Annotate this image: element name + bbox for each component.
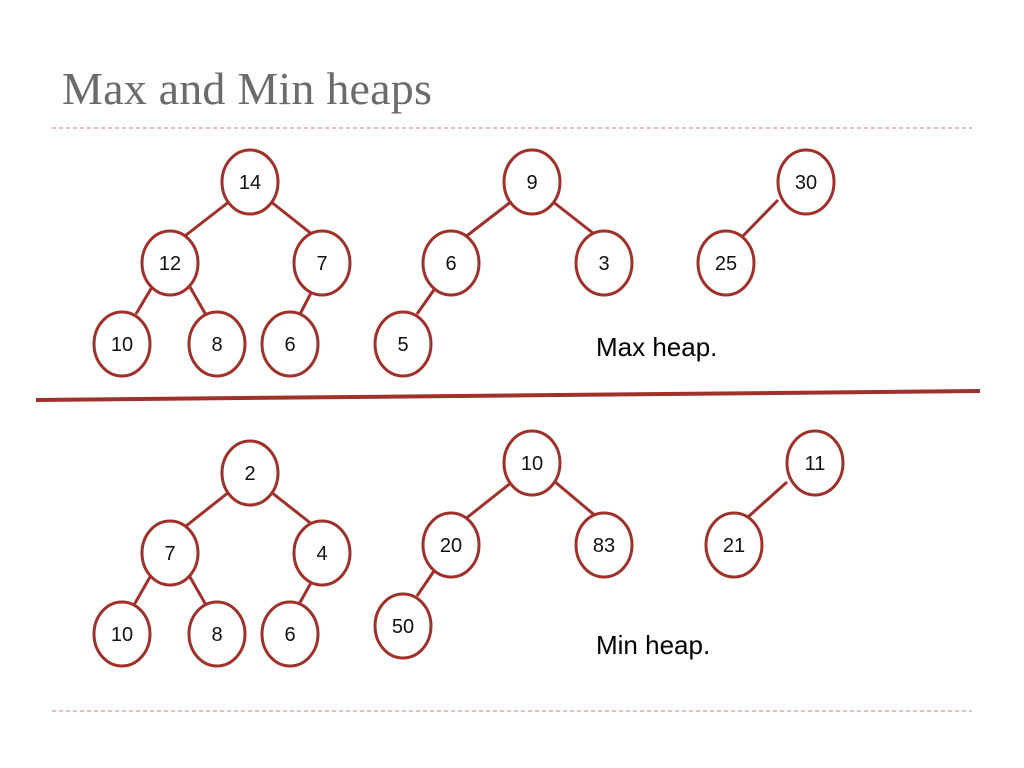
tree-node: 9: [502, 148, 562, 216]
edge: [463, 480, 513, 522]
edge: [132, 576, 152, 606]
min-heap-section: 2 7 4 10 8 6 10: [92, 429, 845, 668]
svg-text:11: 11: [805, 453, 826, 475]
svg-text:7: 7: [316, 253, 327, 275]
svg-text:5: 5: [397, 334, 408, 356]
edge: [188, 576, 208, 606]
svg-text:10: 10: [111, 624, 133, 646]
tree-node: 6: [260, 600, 320, 668]
svg-text:20: 20: [440, 535, 462, 557]
tree-node: 3: [574, 229, 634, 297]
tree-node: 12: [140, 229, 200, 297]
svg-text:9: 9: [526, 172, 537, 194]
edge: [188, 286, 208, 316]
tree-node: 8: [187, 600, 247, 668]
tree-node: 25: [696, 229, 756, 297]
min-heap-caption: Min heap.: [596, 630, 710, 660]
tree-node: 8: [187, 310, 247, 378]
edge: [746, 480, 789, 519]
svg-text:50: 50: [392, 616, 414, 638]
svg-text:2: 2: [244, 463, 255, 485]
svg-text:6: 6: [445, 253, 456, 275]
svg-text:3: 3: [598, 253, 609, 275]
svg-text:7: 7: [164, 543, 175, 565]
slide-title: Max and Min heaps: [62, 63, 433, 114]
edge: [415, 567, 438, 597]
svg-text:12: 12: [159, 253, 181, 275]
svg-text:8: 8: [211, 624, 222, 646]
tree-node: 14: [220, 148, 280, 216]
edge: [296, 580, 314, 607]
tree-node: 83: [574, 511, 634, 579]
tree-node: 10: [92, 310, 152, 378]
max-heap-section: 14 12 7 10 8 6 9: [92, 148, 836, 378]
svg-text:10: 10: [111, 334, 133, 356]
svg-text:4: 4: [316, 543, 327, 565]
tree-node: 6: [421, 229, 481, 297]
edge: [551, 199, 599, 239]
max-heap-caption: Max heap.: [596, 332, 717, 362]
tree-node: 11: [785, 429, 845, 497]
tree-node: 4: [292, 519, 352, 587]
svg-text:8: 8: [211, 334, 222, 356]
tree-node: 21: [704, 511, 764, 579]
tree-node: 10: [502, 429, 562, 497]
svg-text:30: 30: [795, 172, 817, 194]
tree-node: 20: [421, 511, 481, 579]
edge: [553, 479, 599, 520]
svg-text:25: 25: [715, 253, 737, 275]
section-divider: [35, 389, 981, 402]
edge: [415, 286, 438, 315]
svg-text:6: 6: [284, 624, 295, 646]
svg-text:14: 14: [239, 172, 261, 194]
tree-node: 2: [220, 439, 280, 507]
edge: [463, 199, 513, 240]
svg-text:10: 10: [521, 453, 543, 475]
tree-node: 5: [373, 310, 433, 378]
tree-node: 30: [776, 148, 836, 216]
edge: [739, 198, 780, 240]
tree-node: 10: [92, 600, 152, 668]
tree-node: 7: [140, 519, 200, 587]
edge: [180, 490, 230, 532]
svg-text:6: 6: [284, 334, 295, 356]
svg-text:21: 21: [723, 535, 745, 557]
tree-node: 7: [292, 229, 352, 297]
tree-node: 50: [373, 592, 433, 660]
svg-text:83: 83: [593, 535, 615, 557]
edge: [134, 286, 154, 315]
edge: [180, 199, 231, 241]
tree-node: 6: [260, 310, 320, 378]
